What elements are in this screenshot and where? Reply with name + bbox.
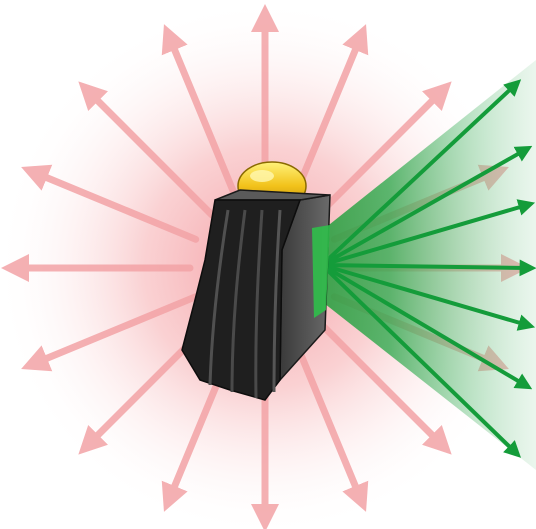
- led-bulb-highlight: [250, 170, 274, 182]
